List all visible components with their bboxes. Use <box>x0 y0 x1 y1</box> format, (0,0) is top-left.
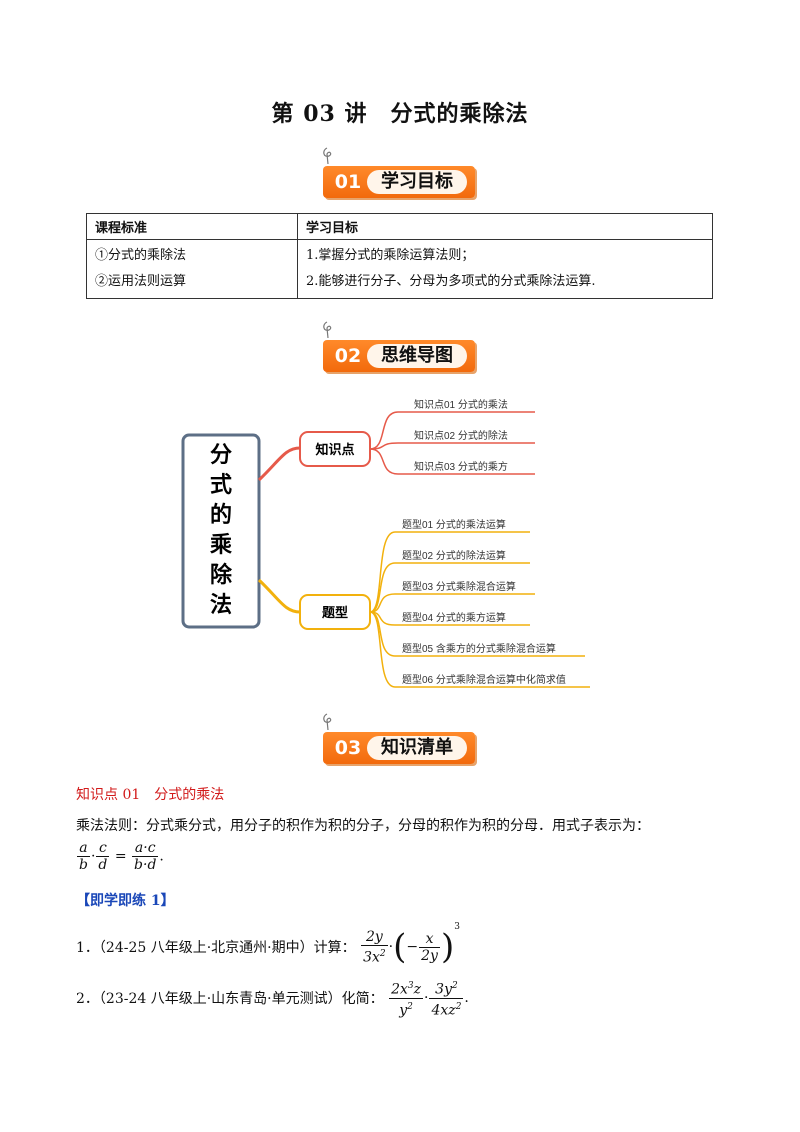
table-cell-standards: ①分式的乘除法 ②运用法则运算 <box>86 239 298 299</box>
formula-end: . <box>159 848 164 865</box>
center-char: 分 <box>210 442 232 467</box>
knowledge-item: 知识点01 分式的乘法 <box>414 398 508 411</box>
curl-icon <box>323 713 332 731</box>
curl-icon <box>323 321 332 339</box>
type-item: 题型03 分式乘除混合运算 <box>402 580 516 593</box>
curl-icon <box>323 147 332 165</box>
goals-table: 课程标准 学习目标 ①分式的乘除法 ②运用法则运算 1.掌握分式的乘除运算法则；… <box>86 213 713 299</box>
center-char: 除 <box>210 562 233 587</box>
formula-d: d <box>98 857 108 873</box>
formula-c: c <box>96 840 110 857</box>
section-banner-goals: 01 学习目标 <box>323 147 479 200</box>
mind-map: 分 式 的 乘 除 法 知识点 知识点01 分式的乘法 知识点02 分式的除法 … <box>181 398 590 688</box>
objective-item: 2.能够进行分子、分母为多项式的分式乘除法运算. <box>306 274 596 289</box>
knowledge-item: 知识点03 分式的乘方 <box>414 460 508 473</box>
center-char: 法 <box>210 592 232 617</box>
banner-number: 02 <box>334 345 362 367</box>
knowledge-item: 知识点02 分式的除法 <box>414 429 508 442</box>
type-item: 题型02 分式的除法运算 <box>402 549 506 562</box>
branch-types-label: 题型 <box>322 605 348 620</box>
formula-denominator: b·d <box>134 857 157 873</box>
multiplication-rule: 乘法法则：分式乘分式，用分子的积作为积的分子，分母的积作为积的分母．用式子表示为… <box>76 818 650 834</box>
section-banner-knowledge: 03 知识清单 <box>323 713 479 766</box>
practice-heading: 【即学即练 1】 <box>76 893 175 909</box>
type-item: 题型04 分式的乘方运算 <box>402 611 506 624</box>
objective-item: 1.掌握分式的乘除运算法则； <box>306 248 475 263</box>
type-item: 题型05 含乘方的分式乘除混合运算 <box>402 642 556 655</box>
branch-knowledge-label: 知识点 <box>315 442 354 457</box>
type-item: 题型01 分式的乘法运算 <box>402 518 506 531</box>
banner-label: 思维导图 <box>367 344 467 368</box>
formula-numerator: a·c <box>132 840 159 857</box>
problem-1-prefix: 1．（24-25 八年级上·北京通州·期中）计算： <box>76 940 356 956</box>
formula-a: a <box>77 840 90 857</box>
mindmap-center-box <box>181 433 261 629</box>
center-char: 式 <box>210 472 232 497</box>
standard-item: ①分式的乘除法 <box>95 248 187 263</box>
banner-number: 03 <box>334 737 362 759</box>
type-item: 题型06 分式乘除混合运算中化简求值 <box>402 673 566 686</box>
center-char: 乘 <box>209 532 232 557</box>
section-banner-mindmap: 02 思维导图 <box>323 321 479 374</box>
banner-label: 知识清单 <box>367 736 467 760</box>
standard-item: ②运用法则运算 <box>95 274 187 289</box>
table-cell-objectives: 1.掌握分式的乘除运算法则； 2.能够进行分子、分母为多项式的分式乘除法运算. <box>297 239 713 299</box>
problem-2-prefix: 2．（23-24 八年级上·山东青岛·单元测试）化简： <box>76 991 384 1008</box>
formula-b: b <box>79 857 88 873</box>
banner-label: 学习目标 <box>367 170 467 194</box>
center-char: 的 <box>210 502 232 527</box>
page-title: 第 03 讲 分式的乘除法 <box>271 101 529 127</box>
banner-number: 01 <box>334 171 362 193</box>
knowledge-point-title: 知识点 01 分式的乘法 <box>76 787 225 803</box>
